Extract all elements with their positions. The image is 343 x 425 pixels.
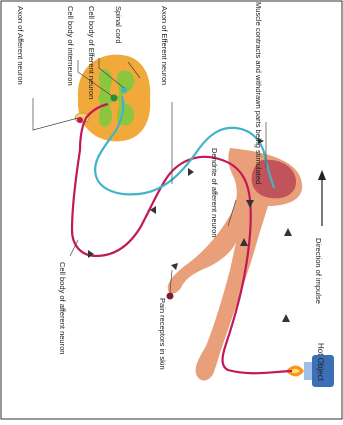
- axon-efferent-label: Axon of Efferent neuron: [160, 6, 169, 85]
- muscle-contracts-label: Muscle contracts and withdrawn parts bei…: [254, 2, 263, 184]
- cell-body-afferent-label: Cell body of afferent neuron: [58, 262, 67, 354]
- pain-receptors-label: Pain receptors in skin: [158, 298, 167, 370]
- axon-afferent-label: Axon of Afferent neuron: [16, 6, 25, 85]
- cell-body-interneuron-label: Cell body of interneuron: [66, 6, 75, 86]
- cell-body-efferent-label: Cell body of Efferent neuron: [87, 6, 96, 99]
- spinal-cord-label: Spinal cord: [114, 6, 123, 44]
- burner-neck: [304, 362, 312, 380]
- hot-object-label: Hot Object: [316, 343, 325, 382]
- diagram-border: [1, 1, 342, 419]
- direction-of-impulse-label: Direction of impulse: [314, 238, 323, 304]
- dendrite-afferent-label: Dendrite of afferent neuron: [210, 148, 219, 238]
